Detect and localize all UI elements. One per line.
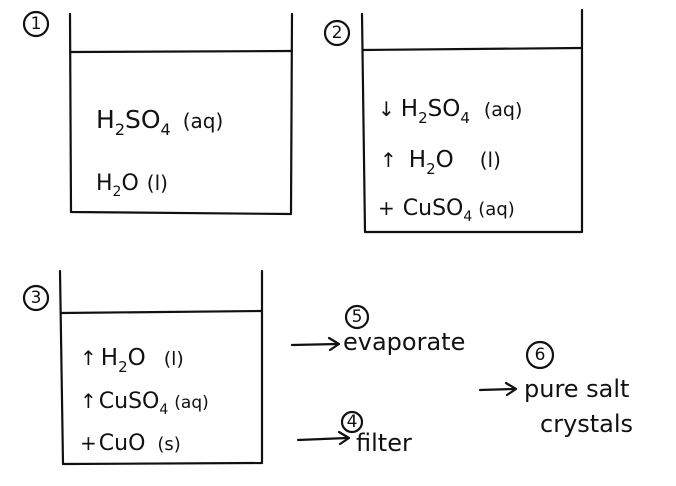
arrow-head-icon bbox=[337, 430, 351, 446]
step-number-6: 6 bbox=[525, 340, 555, 370]
beaker-1-line-2: H2O(l) bbox=[96, 171, 168, 200]
step-number-3: 3 bbox=[22, 284, 50, 312]
number-circle-icon bbox=[22, 10, 50, 38]
beaker-2: 2 ↓H2SO4(aq) ↑H2O(l) +CuSO4(aq) bbox=[323, 8, 584, 234]
number-circle-icon bbox=[22, 284, 50, 312]
step-number-4: 4 bbox=[340, 410, 364, 434]
arrow-head-icon bbox=[327, 336, 341, 352]
step-number-label: 4 bbox=[347, 412, 358, 432]
beaker-3-line-2: ↑CuSO4(aq) bbox=[80, 389, 209, 418]
step-number-label: 2 bbox=[332, 23, 343, 43]
liquid-surface-line bbox=[59, 309, 263, 315]
beaker-3: 3 ↑H2O(l) ↑CuSO4(aq) +CuO(s) bbox=[22, 269, 264, 466]
step-number-1: 1 bbox=[22, 10, 50, 38]
result-line-2: crystals bbox=[540, 410, 633, 438]
result-step: 6 pure salt crystals bbox=[478, 340, 633, 438]
result-line-1: pure salt bbox=[524, 375, 629, 403]
beaker-2-line-2: ↑H2O(l) bbox=[380, 147, 501, 178]
beaker-outline bbox=[68, 12, 294, 216]
beaker-outline bbox=[58, 269, 264, 466]
beaker-3-line-1: ↑H2O(l) bbox=[80, 345, 184, 376]
number-circle-icon bbox=[340, 410, 364, 434]
beaker-1: 1 H2SO4(aq) H2O(l) bbox=[22, 10, 294, 216]
arrow-head-icon bbox=[504, 381, 518, 397]
beaker-2-line-1: ↓H2SO4(aq) bbox=[378, 96, 522, 127]
evaporate-label: evaporate bbox=[343, 328, 465, 356]
evaporate-step: 5 evaporate bbox=[290, 304, 465, 356]
arrow-right-icon bbox=[478, 387, 516, 392]
arrow-right-icon bbox=[296, 436, 349, 442]
step-number-label: 3 bbox=[31, 288, 42, 308]
step-number-label: 5 bbox=[352, 307, 363, 327]
beaker-1-line-1: H2SO4(aq) bbox=[96, 105, 223, 139]
number-circle-icon bbox=[344, 304, 370, 330]
step-number-label: 1 bbox=[31, 14, 42, 34]
filter-label: filter bbox=[356, 429, 412, 457]
step-number-2: 2 bbox=[323, 19, 351, 47]
arrow-right-icon bbox=[290, 342, 340, 347]
filter-step: 4 filter bbox=[296, 410, 412, 457]
beaker-outline bbox=[360, 8, 584, 234]
step-number-5: 5 bbox=[344, 304, 370, 330]
beaker-2-line-3: +CuSO4(aq) bbox=[378, 196, 515, 225]
liquid-surface-line bbox=[361, 46, 583, 52]
liquid-surface-line bbox=[69, 49, 293, 54]
number-circle-icon bbox=[525, 340, 555, 370]
beaker-3-line-3: +CuO(s) bbox=[80, 431, 181, 456]
number-circle-icon bbox=[323, 19, 351, 47]
step-number-label: 6 bbox=[535, 345, 546, 365]
